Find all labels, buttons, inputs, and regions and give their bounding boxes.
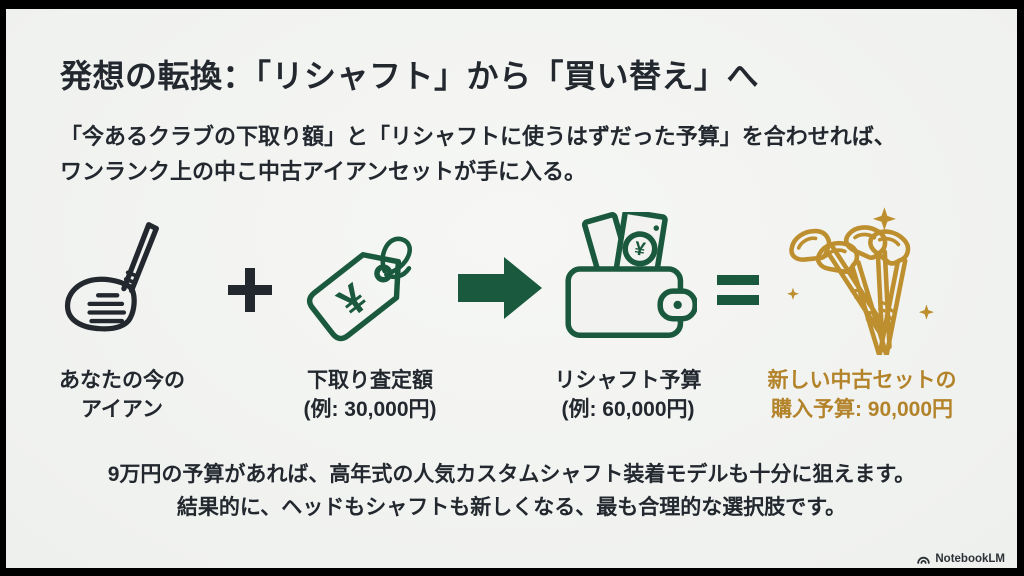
arrow-right-icon <box>458 257 542 324</box>
equation-item-reshaft-budget: ¥ リシャフト予算 (例: 60,000円) <box>528 205 728 424</box>
item-label: あなたの今の アイアン <box>59 369 185 421</box>
equation-item-trade-in: ¥ 下取り査定額 (例: 30,000円) <box>270 205 470 424</box>
wallet-icon: ¥ <box>559 205 697 357</box>
equation-item-new-set: 新しい中古セットの 購入予算: 90,000円 <box>752 205 972 424</box>
svg-text:¥: ¥ <box>633 238 647 260</box>
sparkle-icon <box>918 304 934 320</box>
slide-canvas: 発想の転換：「リシャフト」から「買い替え」へ 「今あるクラブの下取り額」と「リシ… <box>6 9 1017 568</box>
sparkle-icon <box>872 207 896 231</box>
golf-iron-icon <box>60 205 184 357</box>
page-title: 発想の転換：「リシャフト」から「買い替え」へ <box>60 58 760 94</box>
note-line-1: 9万円の予算があれば、高年式の人気カスタムシャフト装着モデルも十分に狙えます。 <box>107 463 916 486</box>
brand-label: NotebookLM <box>935 552 1005 565</box>
golf-set-icon <box>782 205 942 357</box>
subtitle: 「今あるクラブの下取り額」と「リシャフトに使うはずだった予算」を合わせれば、 ワ… <box>60 119 896 189</box>
price-tag-icon: ¥ <box>302 205 438 357</box>
plus-icon <box>228 268 272 317</box>
sparkle-icon <box>786 287 800 300</box>
item-label: 下取り査定額 (例: 30,000円) <box>303 369 437 421</box>
equals-icon <box>717 275 759 310</box>
subtitle-line-2: ワンランク上の中こ中古アイアンセットが手に入る。 <box>60 159 587 184</box>
equation-row: あなたの今の アイアン ¥ <box>6 205 1017 445</box>
summary-note: 9万円の予算があれば、高年式の人気カスタムシャフト装着モデルも十分に狙えます。 … <box>6 458 1017 524</box>
item-label: リシャフト予算 (例: 60,000円) <box>554 369 702 421</box>
subtitle-line-1: 「今あるクラブの下取り額」と「リシャフトに使うはずだった予算」を合わせれば、 <box>60 124 896 149</box>
item-label: 新しい中古セットの 購入予算: 90,000円 <box>767 369 957 421</box>
notebooklm-logo-icon <box>917 556 931 564</box>
notebooklm-branding: NotebookLM <box>916 552 1005 565</box>
equation-item-current-iron: あなたの今の アイアン <box>22 205 222 424</box>
note-line-2: 結果的に、ヘッドもシャフトも新しくなる、最も合理的な選択肢です。 <box>176 496 847 519</box>
